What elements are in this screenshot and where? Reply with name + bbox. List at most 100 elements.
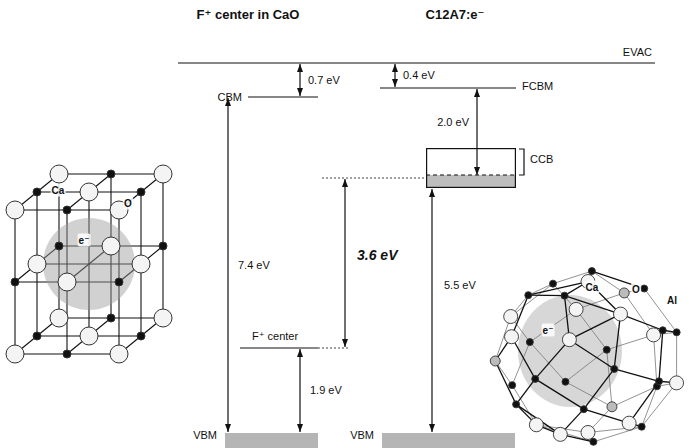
energy-value: 5.5 eV [444,278,476,291]
energy-arrow [299,64,300,96]
lattice-bond [36,192,37,264]
cage-bond [642,383,677,427]
lattice-bond [14,210,15,282]
ca-atom [110,345,128,363]
lattice-bond [162,174,163,246]
atom-label: O [123,197,133,210]
cage-bond [565,350,606,382]
cage-bond [569,314,620,340]
al-atom [607,402,617,412]
c12a7-cage [490,268,683,446]
atom-label: Al [666,294,678,307]
o-atom [588,268,595,275]
cage-bond [495,361,516,404]
o-atom [603,346,610,353]
o-atom [655,378,662,385]
valence-band: VBM [225,433,318,448]
o-atom [107,170,115,178]
cbm-level [248,96,318,97]
electron-cloud [43,218,135,310]
lattice-bond [140,264,141,336]
cage-bond [614,369,659,381]
ca-atom [529,418,543,432]
cage-bond [516,404,560,434]
o-atom [638,423,645,430]
fcbm-level [380,87,516,88]
energy-value: 0.4 eV [403,69,435,82]
o-atom [513,401,520,408]
o-atom [137,188,145,196]
panel-heading: F⁺ center in CaO [197,7,300,22]
ca-atom [80,327,98,345]
ca-atom [50,165,68,183]
panel-heading: C12A7:e⁻ [426,7,485,22]
energy-value: 7.4 eV [238,259,270,272]
ca-atom [553,427,567,441]
o-atom [525,292,532,299]
energy-arrow [476,89,477,175]
atom-label: Ca [51,184,66,197]
band-fill [382,433,515,448]
al-atom [490,356,500,366]
ca-atom [102,237,120,255]
energy-arrow [431,189,432,432]
ca-atom [562,333,576,347]
cage-bond [593,427,641,442]
cage-bond [528,294,564,296]
cage-bond [535,379,584,409]
fermi-level [426,175,516,176]
o-atom [137,332,145,340]
o-atom [33,188,41,196]
energy-arrow [227,98,228,432]
o-atom [107,314,115,322]
cage-bond [569,340,614,369]
electron-cloud [518,295,622,407]
occupied-band [426,175,516,188]
o-atom [561,292,568,299]
level-name: EVAC [623,46,652,59]
electron-label: e⁻ [78,234,91,247]
o-atom [590,438,597,445]
ca-atom [58,273,76,291]
o-atom [33,332,41,340]
atom-label: O [631,283,641,296]
o-atom [673,329,680,336]
energy-arrow [394,64,395,87]
electron-label: e⁻ [542,324,555,337]
ca-atom [132,255,150,273]
ca-atom [647,328,661,342]
o-atom [659,327,666,334]
ca-atom [504,310,518,324]
cage-bond [676,332,677,383]
o-atom [532,375,539,382]
f-center-level [240,347,318,348]
level-name: FCBM [522,80,553,93]
o-atom [63,206,71,214]
cage-bond [535,340,569,379]
ca-atom [505,330,519,344]
energy-value: 0.7 eV [308,74,340,87]
cage-bond [576,309,607,349]
energy-value: 1.9 eV [310,384,342,397]
o-atom [611,365,618,372]
cage-bond [511,284,553,317]
ca-atom [581,425,595,439]
lattice-bond [140,192,141,264]
conduction-band-box: CCB [426,148,516,188]
lattice-bond [162,246,163,318]
energy-value: 2.0 eV [437,116,469,129]
band-outline [427,149,516,188]
cage-bond [528,284,553,296]
cage-bond [624,293,653,335]
o-atom [63,350,71,358]
ca-atom [6,345,24,363]
ca-atom [154,165,172,183]
dotted-level [318,348,350,349]
ca-atom [80,183,98,201]
o-atom [562,378,569,385]
energy-arrow [344,179,345,347]
level-name: CBM [218,91,242,104]
o-atom [159,242,167,250]
cage-bond [516,379,535,404]
o-atom [526,339,533,346]
